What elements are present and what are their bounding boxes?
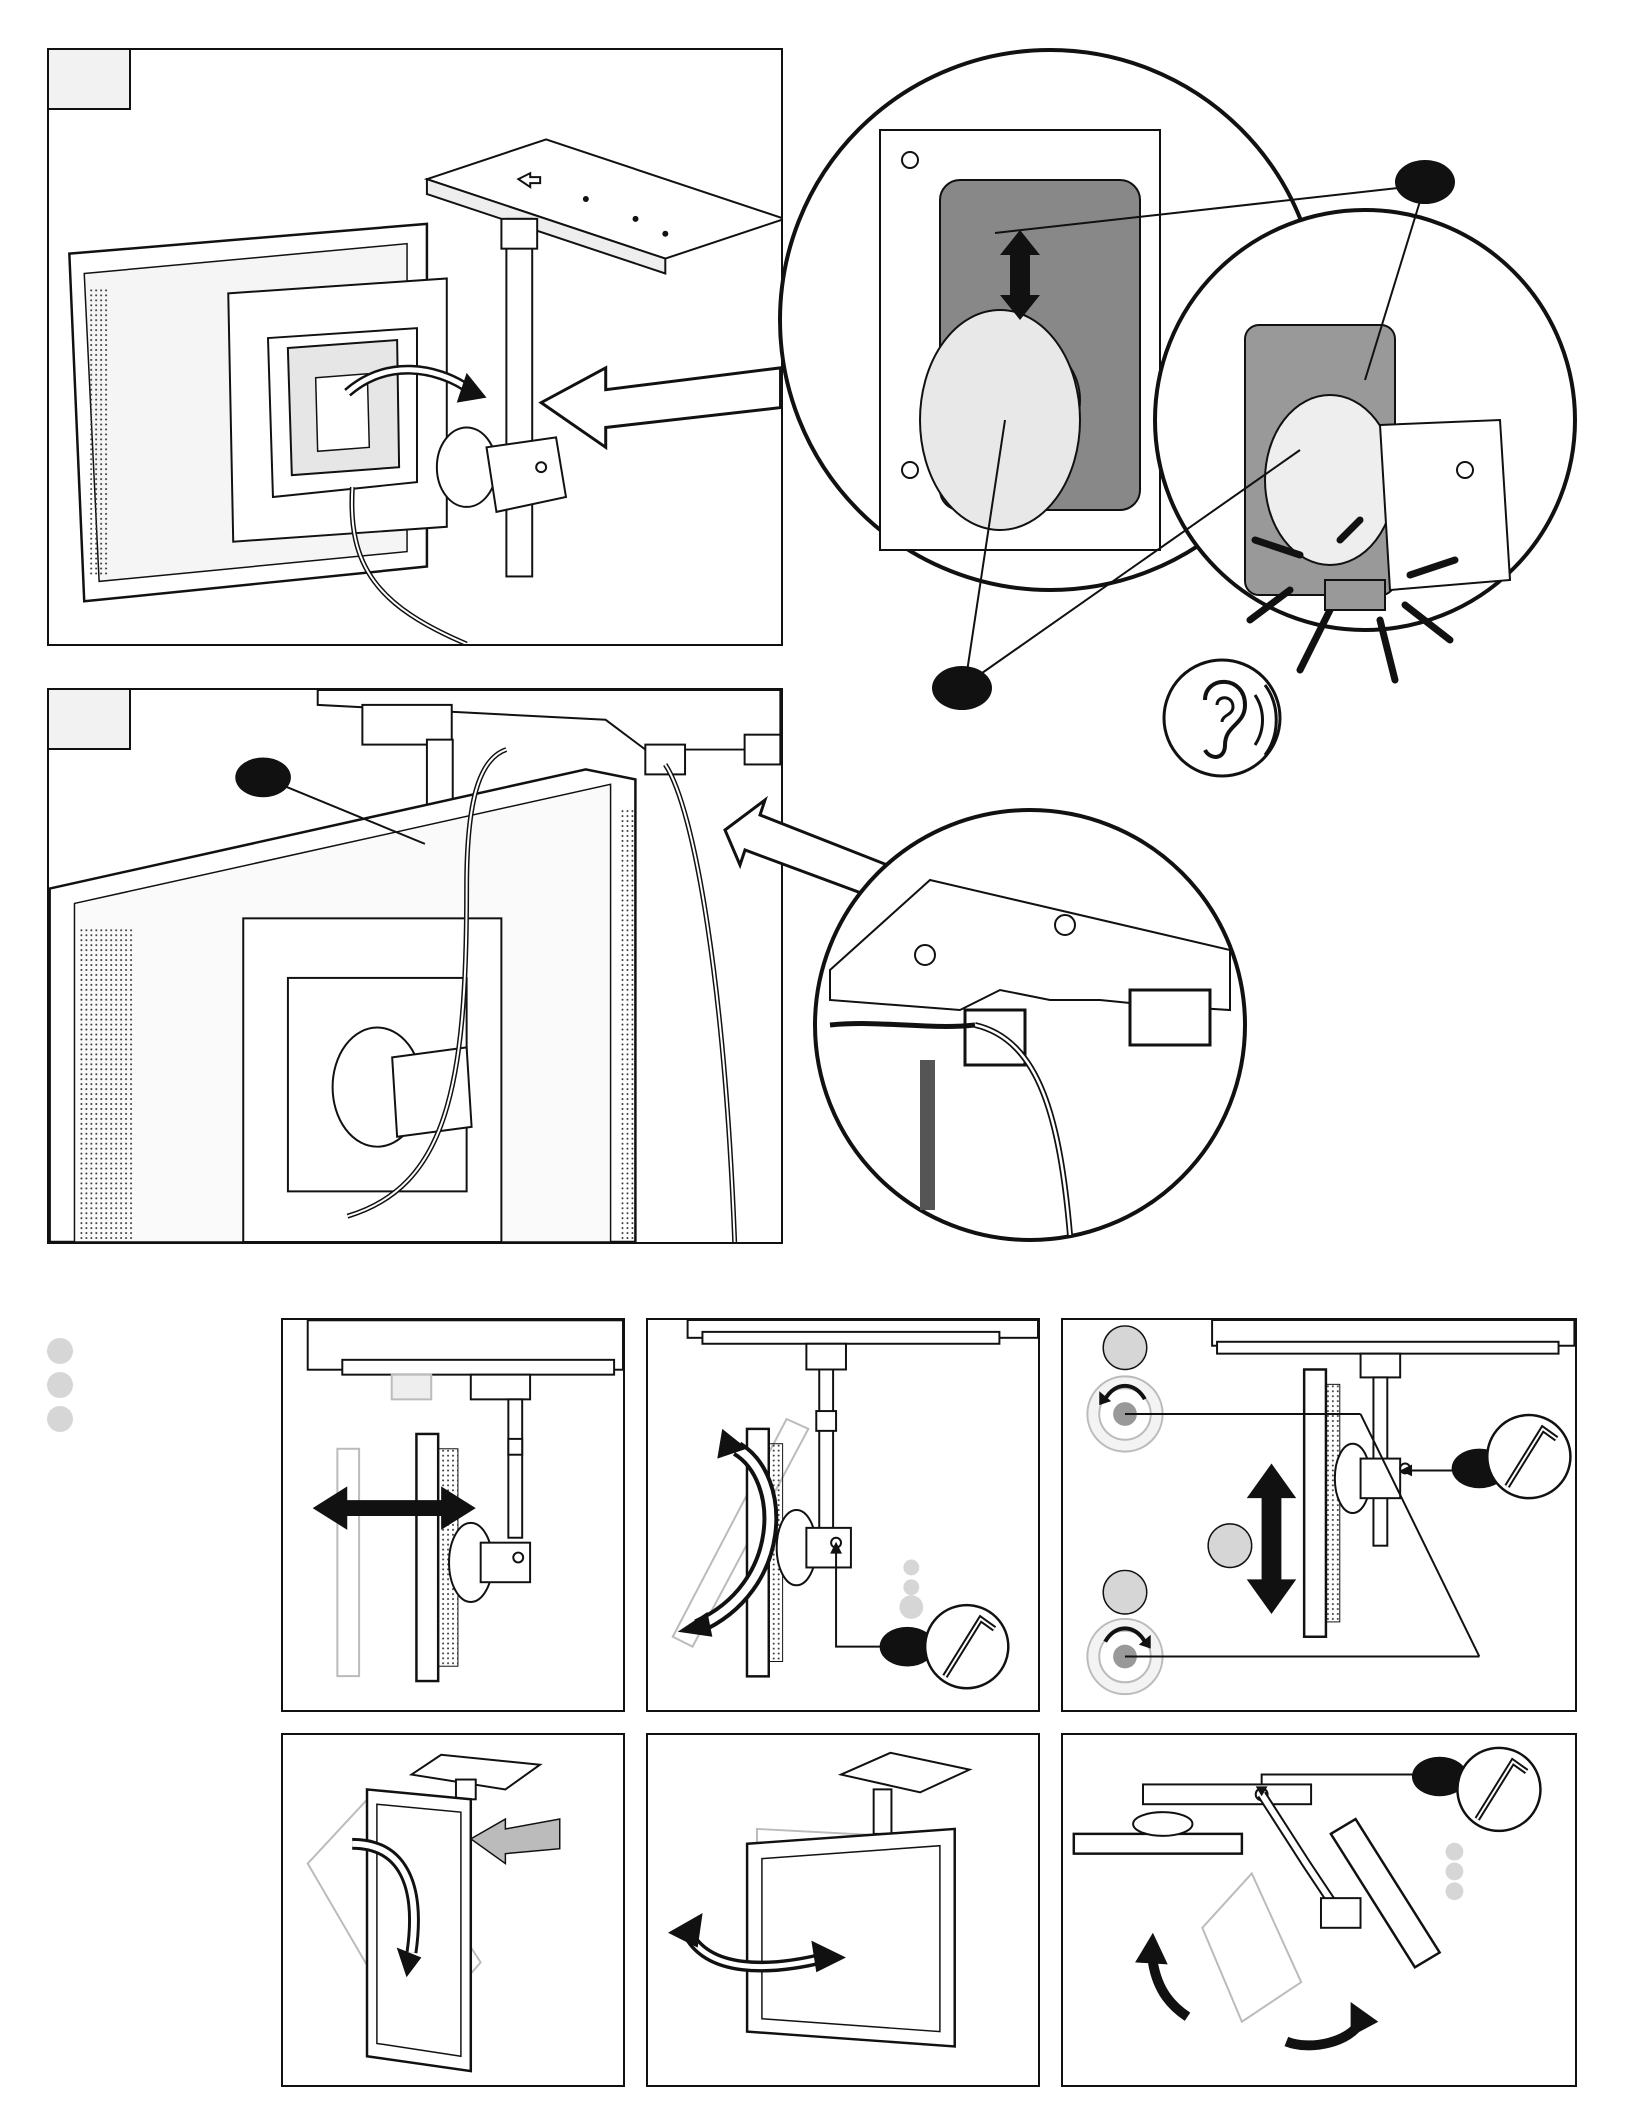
- adjust-panel-height: [1061, 1318, 1577, 1712]
- double-arrow-icon: [1247, 1464, 1296, 1614]
- hex-key-icon: [1457, 1748, 1540, 1831]
- zoom-circle-clip-detail: [780, 50, 1320, 590]
- indicator-dot-2: [47, 1372, 73, 1398]
- callout-badge: [235, 758, 291, 798]
- adjust-panel-depth: [281, 1318, 625, 1712]
- adjust-panel-fold: [1061, 1733, 1577, 2087]
- curved-arrow-icon: [1135, 1933, 1168, 1965]
- zoom-circle-cable-routing: [815, 810, 1245, 1240]
- hex-key-icon: [925, 1605, 1008, 1688]
- adjust-panel-portrait-rotate: [281, 1733, 625, 2087]
- double-arrow-icon: [313, 1486, 476, 1529]
- step-1-panel: [47, 48, 783, 646]
- adjust-panel-tilt: [646, 1318, 1040, 1712]
- step-1-illustration: [49, 50, 781, 644]
- ear-icon: [1164, 660, 1280, 776]
- callout-badge: [932, 666, 992, 710]
- curved-arrow-icon: [668, 1913, 703, 1948]
- step-2-panel: [47, 688, 783, 1244]
- hex-key-icon: [1487, 1415, 1570, 1498]
- adjust-panel-swivel: [646, 1733, 1040, 2087]
- callout-badge: [1395, 160, 1455, 204]
- indicator-dot-1: [47, 1338, 73, 1364]
- zoom-circle-click-detail: [1155, 210, 1575, 680]
- indicator-dot-3: [47, 1406, 73, 1432]
- curved-arrow-icon: [1351, 2002, 1379, 2037]
- step-2-illustration: [49, 690, 781, 1242]
